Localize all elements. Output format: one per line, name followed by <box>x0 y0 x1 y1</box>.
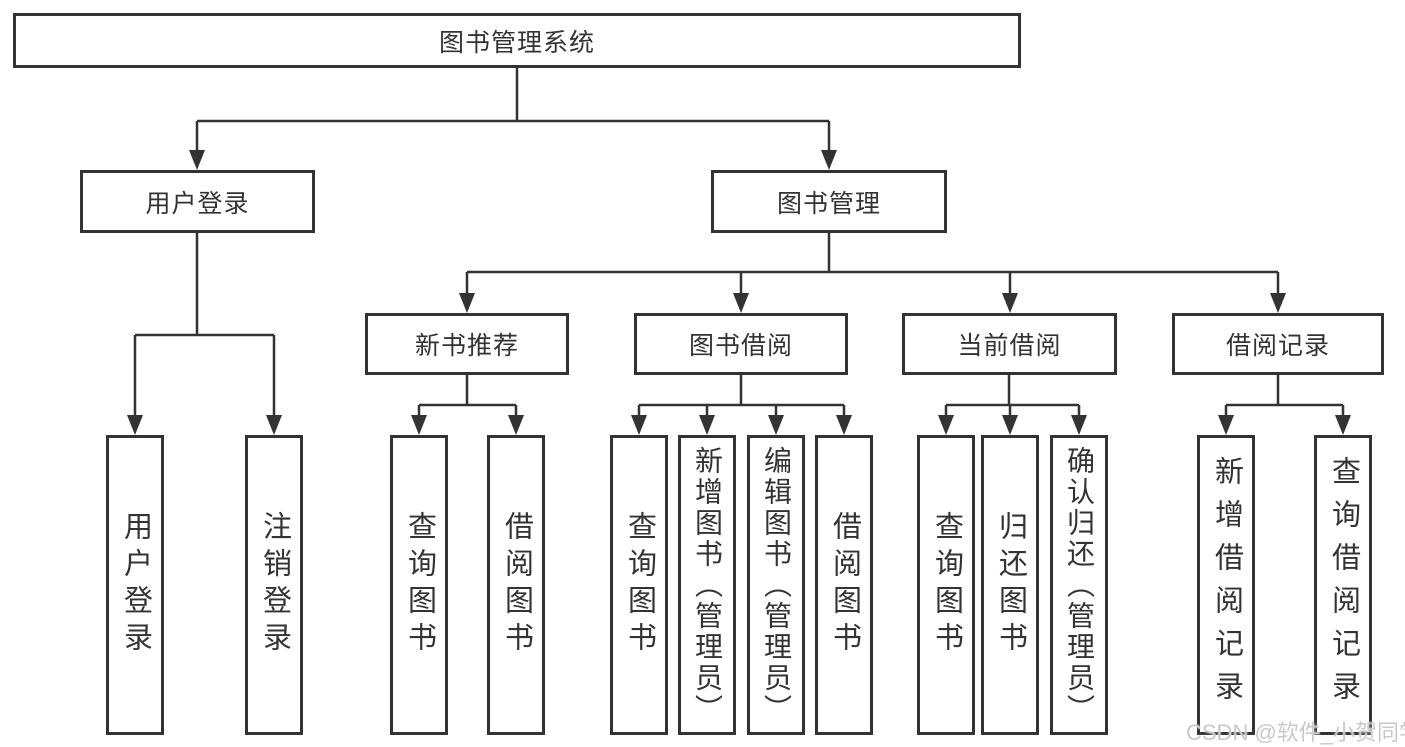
node-book-borrowing: 图书借阅 <box>634 313 848 375</box>
leaf-current-query-books-label: 查询图书 <box>930 511 963 659</box>
leaf-records-query-record-label: 查询借阅记录 <box>1327 456 1360 714</box>
leaf-borrowing-borrow-books-label: 借阅图书 <box>828 511 861 659</box>
leaf-current-return-books: 归还图书 <box>981 435 1039 735</box>
leaf-borrowing-query-books: 查询图书 <box>610 435 668 735</box>
node-root: 图书管理系统 <box>13 13 1021 68</box>
leaf-newbook-borrow-books: 借阅图书 <box>487 435 545 735</box>
leaf-borrowing-add-books-admin-label: 新增图书（管理员） <box>692 445 723 725</box>
csdn-watermark: CSDN @软件_小贺同学 <box>1186 720 1405 745</box>
leaf-borrowing-edit-books-admin-label: 编辑图书（管理员） <box>761 445 792 725</box>
leaf-borrowing-edit-books-admin: 编辑图书（管理员） <box>747 435 805 735</box>
leaf-borrowing-query-books-label: 查询图书 <box>623 511 656 659</box>
leaf-borrowing-borrow-books: 借阅图书 <box>815 435 873 735</box>
node-borrowing-records: 借阅记录 <box>1172 313 1384 375</box>
leaf-newbook-borrow-books-label: 借阅图书 <box>500 511 533 659</box>
node-book-management: 图书管理 <box>711 170 947 233</box>
arrowheads <box>127 150 1351 435</box>
leaf-borrowing-add-books-admin: 新增图书（管理员） <box>678 435 736 735</box>
node-book-management-label: 图书管理 <box>776 189 881 218</box>
leaf-records-add-record-label: 新增借阅记录 <box>1210 456 1243 714</box>
leaf-current-return-books-label: 归还图书 <box>994 511 1027 659</box>
node-user-login: 用户登录 <box>80 170 315 233</box>
leaf-current-query-books: 查询图书 <box>917 435 975 735</box>
leaf-records-add-record: 新增借阅记录 <box>1197 435 1255 735</box>
leaf-logout-label: 注销登录 <box>258 511 291 659</box>
leaf-current-confirm-return-admin-label: 确认归还（管理员） <box>1064 445 1095 725</box>
leaf-newbook-query-books: 查询图书 <box>390 435 448 735</box>
leaf-records-query-record: 查询借阅记录 <box>1314 435 1372 735</box>
node-borrowing-records-label: 借阅记录 <box>1225 332 1330 360</box>
leaf-current-confirm-return-admin: 确认归还（管理员） <box>1050 435 1108 735</box>
node-new-book-recommend: 新书推荐 <box>365 313 569 375</box>
leaf-logout: 注销登录 <box>245 435 303 735</box>
leaf-user-login: 用户登录 <box>106 435 164 735</box>
leaf-newbook-query-books-label: 查询图书 <box>403 511 436 659</box>
connector-paths <box>133 68 1345 417</box>
node-user-login-label: 用户登录 <box>145 189 250 218</box>
node-current-borrowing: 当前借阅 <box>902 313 1117 375</box>
node-book-borrowing-label: 图书借阅 <box>688 332 793 360</box>
node-new-book-recommend-label: 新书推荐 <box>414 332 519 360</box>
node-root-label: 图书管理系统 <box>438 28 595 57</box>
leaf-user-login-label: 用户登录 <box>119 511 152 659</box>
node-current-borrowing-label: 当前借阅 <box>957 332 1062 360</box>
